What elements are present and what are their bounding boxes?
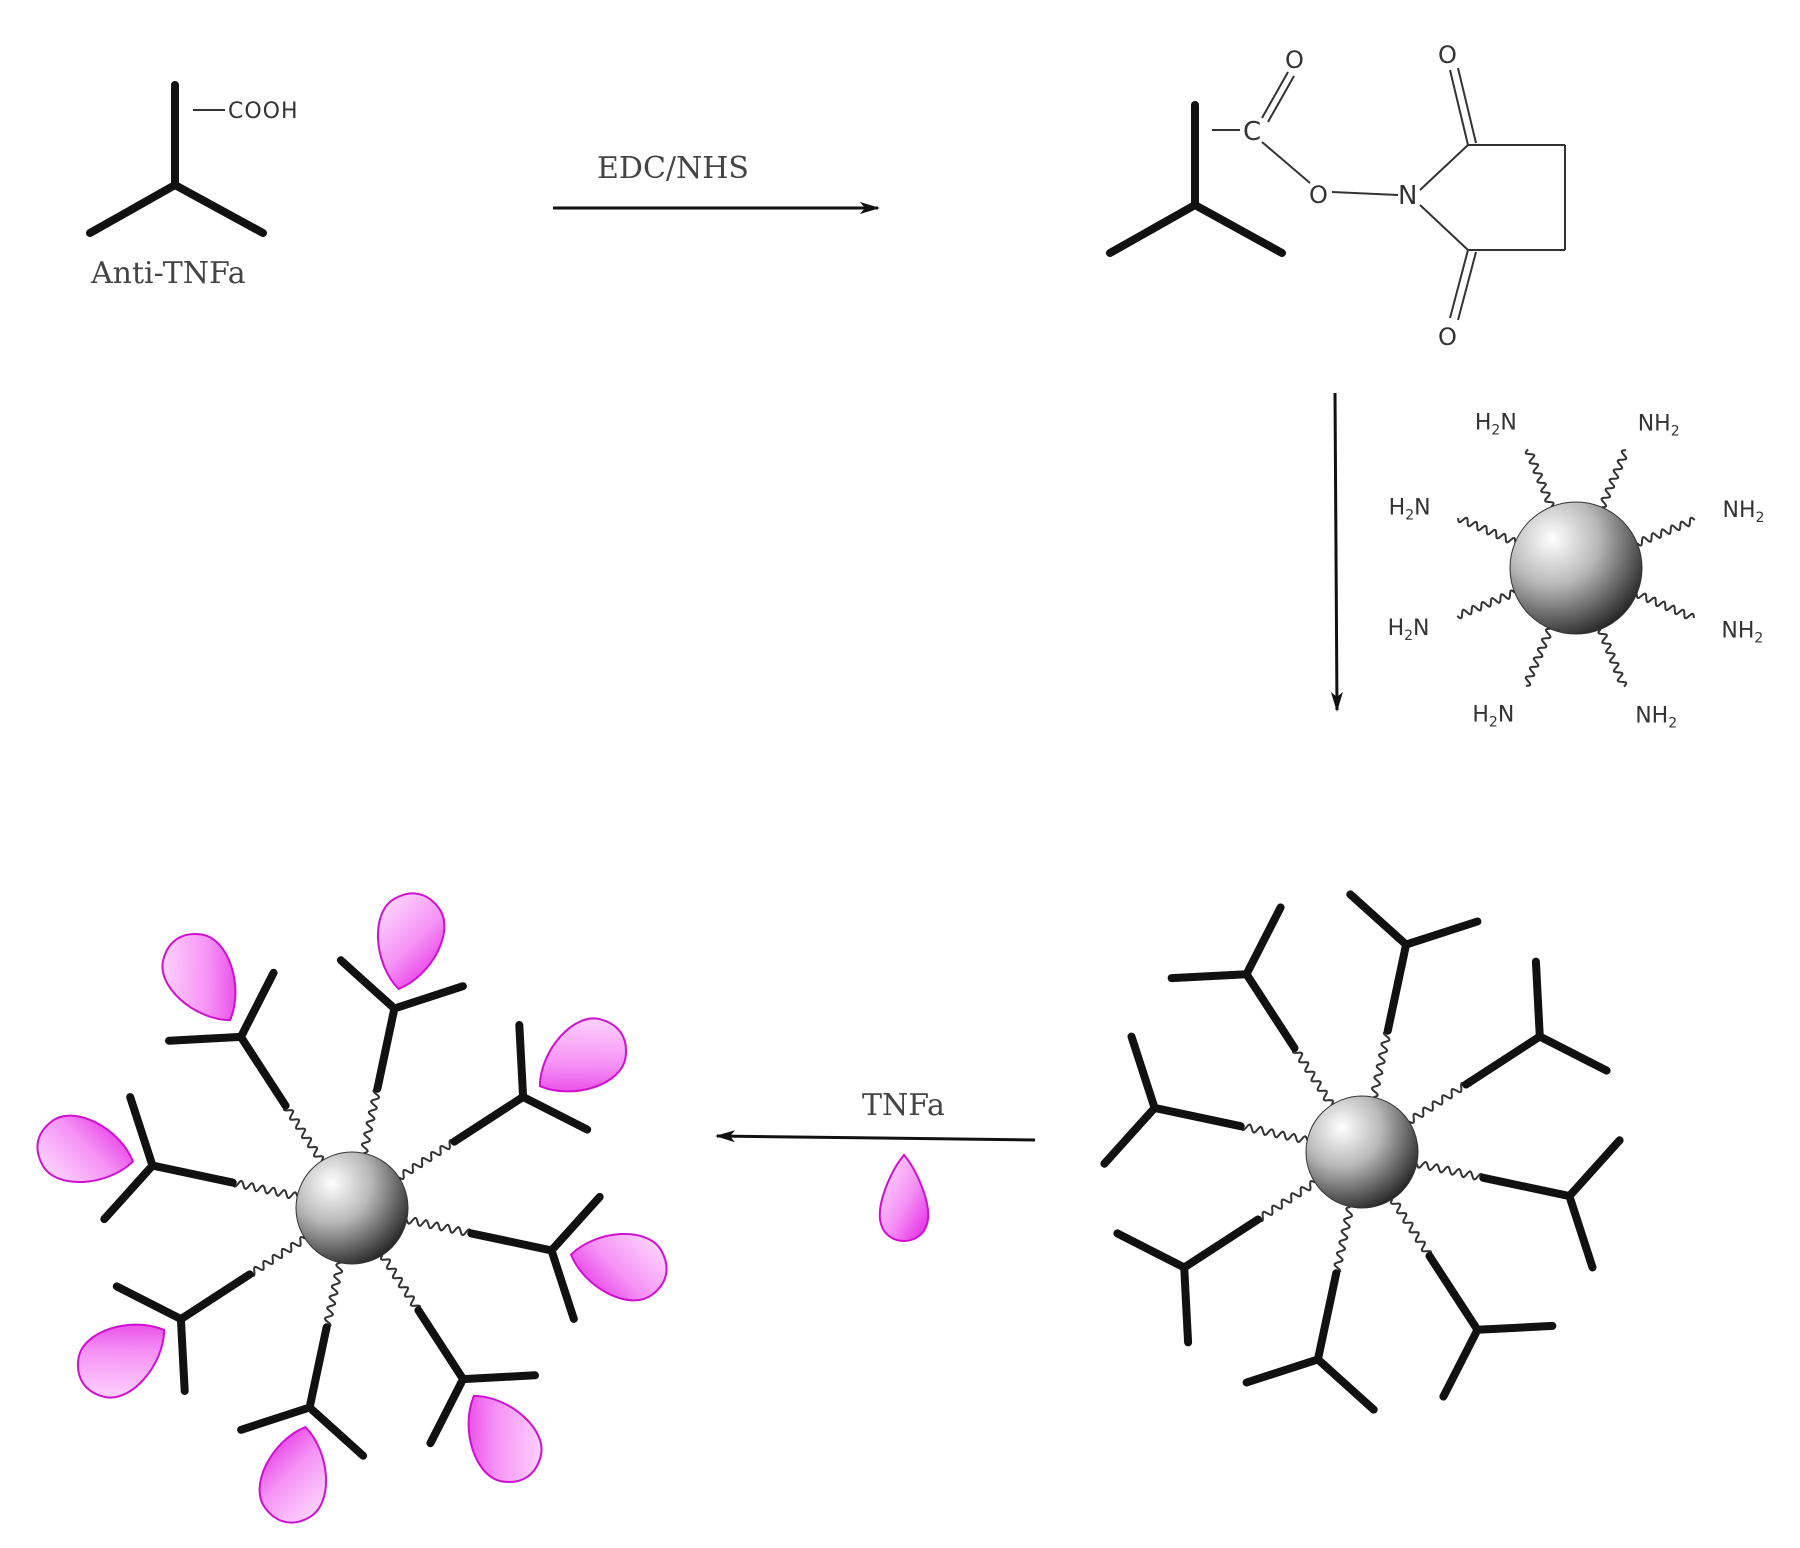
tnf-antigen — [569, 1232, 668, 1302]
nanoparticle-sphere — [1509, 501, 1643, 635]
antibody — [1242, 1269, 1378, 1414]
linker-chain — [1389, 1198, 1433, 1257]
linker-chain — [1415, 1161, 1485, 1181]
antibody-shape — [414, 1306, 539, 1448]
antibody — [1100, 1032, 1245, 1168]
antibody-shape — [336, 956, 467, 1093]
antibody — [76, 1270, 254, 1399]
amine-group-label: NH2 — [1723, 498, 1765, 526]
linker-chain — [398, 1138, 455, 1181]
antibody — [36, 1093, 237, 1224]
linker-chain — [1636, 516, 1696, 547]
antibody — [450, 1017, 628, 1146]
antibody-shape — [450, 1021, 592, 1146]
antibody-shape — [1425, 1252, 1557, 1401]
ester-linkage — [1212, 67, 1566, 321]
linker-chain — [1600, 449, 1628, 509]
antibody-shape — [1106, 101, 1286, 257]
linker-chain — [360, 1087, 381, 1155]
linker-chain — [323, 1261, 344, 1329]
antibody-name-label: Anti-TNFa — [90, 256, 246, 291]
tnf-antigen — [36, 1114, 135, 1184]
linker-chain — [1291, 1047, 1335, 1106]
tnf-antigen — [467, 1394, 543, 1484]
antigen-drop — [878, 1153, 930, 1243]
amine-group-label: H2N — [1472, 702, 1514, 730]
amine-group-label: NH2 — [1721, 619, 1763, 647]
antibody-shape — [1113, 1215, 1262, 1347]
antibody-shape — [237, 1323, 368, 1460]
linker-chain — [1333, 1205, 1353, 1275]
antibody-shape — [467, 1192, 604, 1323]
antibody-shape — [86, 81, 267, 237]
antibody-shape — [1479, 1136, 1624, 1272]
tnf-antigen — [161, 932, 237, 1022]
nanoparticle-sphere — [295, 1151, 409, 1265]
antibody — [467, 1192, 668, 1323]
succinimide-nitrogen-label: N — [1398, 181, 1417, 211]
succinimide-oxygen-bottom-label: O — [1438, 323, 1457, 351]
antibody — [1425, 1252, 1557, 1401]
carboxyl-label: COOH — [228, 99, 299, 124]
amine-group-label: H2N — [1388, 616, 1430, 644]
binding-arrow: TNFa — [715, 1088, 1036, 1243]
antibody — [1113, 1215, 1262, 1347]
nhs-ester: C O O N O O — [1106, 41, 1566, 351]
linker-chain — [1597, 628, 1628, 688]
antibody — [1167, 903, 1299, 1052]
antibody-conjugated-particle — [1100, 890, 1624, 1414]
antibody — [161, 932, 290, 1110]
linker-chain — [1257, 1179, 1316, 1223]
target-antigen-label: TNFa — [862, 1088, 945, 1123]
antibody-shape — [1167, 903, 1299, 1052]
linker-chain — [1371, 1029, 1391, 1099]
arrow-line — [715, 1130, 1036, 1143]
tnf-antigen — [76, 1323, 166, 1399]
antibody-cooh: COOH Anti-TNFa — [86, 81, 299, 291]
ester-oxygen-label: O — [1309, 181, 1328, 209]
antibody — [414, 1306, 543, 1484]
linker-chain — [231, 1179, 299, 1200]
linker-chain — [282, 1105, 325, 1162]
conjugation-arrow — [1330, 392, 1343, 712]
linker-chain — [249, 1235, 306, 1278]
linker-chain — [405, 1216, 473, 1237]
tnf-antigen — [376, 892, 446, 991]
antibody — [1346, 890, 1482, 1035]
antibody — [1462, 957, 1611, 1089]
linker-chain — [1457, 516, 1517, 544]
amine-group-label: NH2 — [1638, 412, 1680, 440]
succinimide-oxygen-top-label: O — [1438, 41, 1457, 69]
amine-group-label: H2N — [1389, 495, 1431, 523]
antibody-shape — [1346, 890, 1482, 1035]
antibody-shape — [165, 968, 290, 1110]
antibody — [336, 892, 467, 1093]
antibody — [237, 1323, 368, 1524]
antibody-shape — [112, 1270, 254, 1395]
linker-chain — [1456, 589, 1516, 620]
antibody-shape — [1100, 1032, 1245, 1168]
activation-arrow: EDC/NHS — [553, 151, 880, 214]
nanoparticle-sphere — [1305, 1095, 1419, 1209]
amine-group-label: H2N — [1475, 411, 1517, 439]
tnf-antigen — [538, 1017, 628, 1093]
linker-chain — [1408, 1081, 1467, 1125]
antigen-bound-particle — [36, 892, 668, 1524]
activation-reagent-label: EDC/NHS — [597, 151, 749, 186]
antibody-shape — [1242, 1269, 1378, 1414]
linker-chain — [1524, 627, 1552, 687]
ester-carbonyl-oxygen-label: O — [1285, 46, 1304, 74]
tnf-antigen — [258, 1425, 328, 1524]
ester-carbon-label: C — [1243, 117, 1261, 147]
amine-group-label: NH2 — [1635, 704, 1677, 732]
antibody-shape — [1462, 957, 1611, 1089]
antibody-shape — [100, 1093, 237, 1224]
linker-chain — [1635, 592, 1695, 620]
linker-chain — [1239, 1123, 1309, 1143]
linker-chain — [1524, 448, 1555, 508]
linker-chain — [379, 1254, 422, 1311]
antibody — [1479, 1136, 1624, 1272]
